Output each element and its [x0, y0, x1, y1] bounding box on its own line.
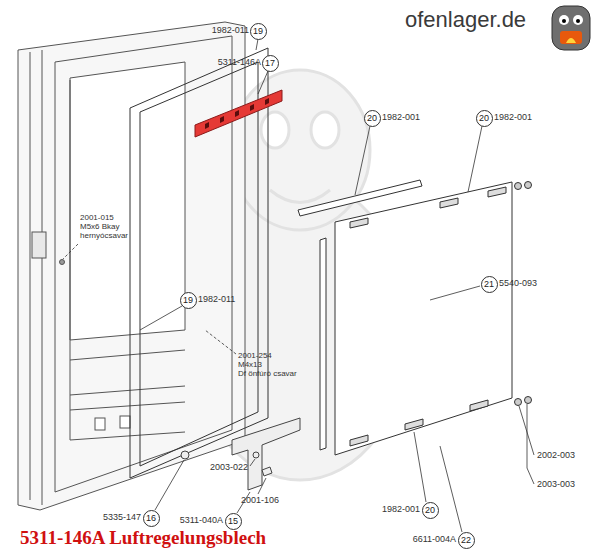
part-number: 5335-147: [103, 513, 141, 523]
callout-circle: 16: [143, 510, 160, 527]
stove-logo-icon: [552, 6, 590, 50]
circle-shape: [364, 110, 380, 126]
part-number: 1982-011: [198, 295, 235, 305]
callout-number: 15: [228, 517, 238, 526]
leader-lines: [63, 39, 534, 532]
callout-number: 19: [183, 296, 193, 305]
part-number: 2003-003: [537, 480, 575, 490]
callout-circle: 20: [476, 110, 493, 127]
callout-circle: 21: [481, 276, 498, 293]
part-number: 2001-015: [80, 214, 114, 223]
circle-shape: [476, 110, 492, 126]
circle-shape: [481, 276, 497, 292]
circle-shape: [250, 23, 266, 39]
callout-number: 19: [253, 27, 263, 36]
part-number: Df önfúró csavar: [238, 370, 297, 379]
circle-shape: [262, 55, 278, 71]
callout-circle: 22: [458, 532, 475, 549]
callout-number: 20: [367, 114, 377, 123]
callout-number: 20: [425, 506, 435, 515]
callout-circle: 19: [250, 23, 267, 40]
part-number: M4x13: [238, 361, 262, 370]
bracket-and-screws: [181, 418, 300, 490]
callout-circle: 19: [180, 292, 197, 309]
callout-number: 20: [479, 114, 489, 123]
callout-number: 22: [461, 536, 471, 545]
circle-shape: [180, 292, 196, 308]
part-number: 2002-003: [537, 451, 575, 461]
part-number: 2001-254: [238, 352, 272, 361]
part-number: 6611-004A: [413, 535, 456, 545]
air-control-plate: [195, 90, 282, 137]
part-number: 1982-011: [212, 26, 249, 36]
part-number: 2001-106: [241, 496, 279, 506]
part-number: M5x6 Bkay: [80, 223, 120, 232]
callout-circle: 20: [364, 110, 381, 127]
callout-number: 16: [146, 514, 156, 523]
circle-shape: [143, 510, 159, 526]
part-number: 5311-146A: [218, 58, 261, 68]
part-number: 1982-001: [494, 113, 532, 123]
brand-logo: ofenlager.de: [405, 8, 526, 32]
callout-number: 21: [484, 280, 494, 289]
circle-shape: [225, 513, 241, 529]
door-frame: [18, 22, 245, 510]
callout-number: 17: [265, 59, 275, 68]
part-number: hernyócsavar: [80, 232, 128, 241]
part-number: 1982-001: [382, 505, 420, 515]
glass-and-gaskets: [298, 180, 532, 455]
part-number: 5311-040A: [180, 516, 223, 526]
caption: 5311-146A Luftregelungsblech: [20, 527, 266, 549]
circle-shape: [458, 532, 474, 548]
circle-shape: [422, 502, 438, 518]
part-number: 5540-093: [499, 279, 537, 289]
callout-circle: 17: [262, 55, 279, 72]
callout-circle: 20: [422, 502, 439, 519]
part-number: 2003-022: [210, 463, 248, 473]
part-number: 1982-001: [382, 113, 420, 123]
callout-circle: 15: [225, 513, 242, 530]
